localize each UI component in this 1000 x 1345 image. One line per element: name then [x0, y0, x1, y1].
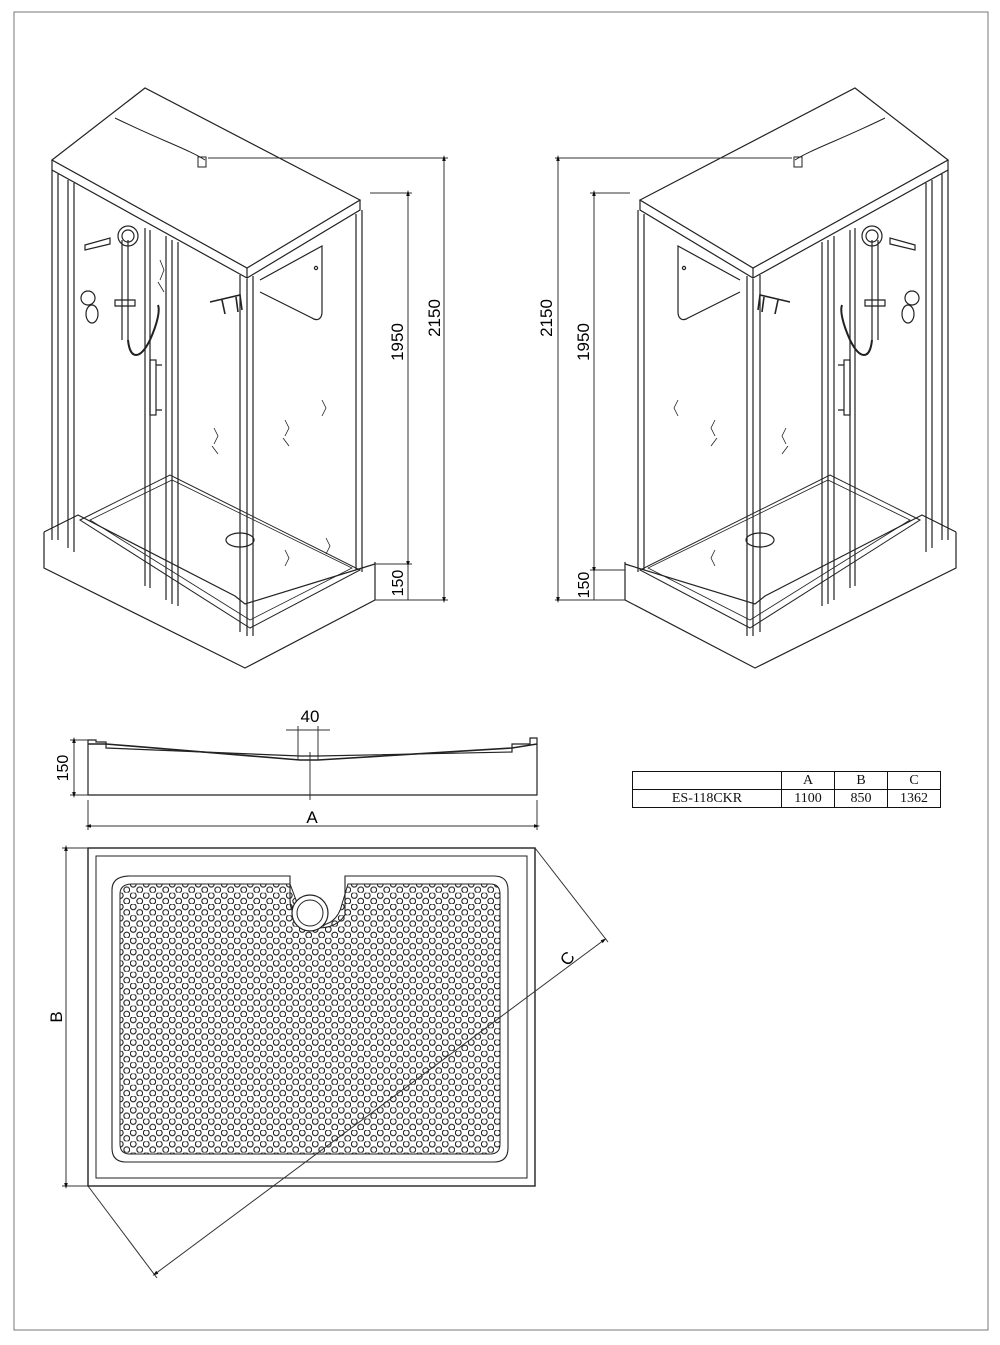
tray-plan-dimensions: [62, 845, 609, 1279]
left-cabin-dimensions: [208, 155, 448, 603]
spec-table-value-c: 1362: [887, 789, 941, 808]
spec-table-header-row: A B C: [632, 771, 941, 790]
right-dim-tray: 150: [576, 572, 593, 599]
spec-table-header-model: [632, 771, 782, 790]
tray-plan-diagonal-label: C: [556, 948, 579, 969]
left-dim-tray: 150: [390, 570, 407, 597]
spec-table-header-a: A: [781, 771, 835, 790]
left-dim-cabin: 1950: [388, 323, 407, 361]
shower-cabin-right-view: [624, 87, 957, 669]
tray-section-length-label: A: [306, 808, 318, 827]
left-dim-total: 2150: [425, 299, 444, 337]
spec-table-header-c: C: [887, 771, 941, 790]
dimensions-spec-table: A B C ES-118CKR 1100 850 1362: [632, 771, 941, 808]
sheet-border: [13, 11, 989, 1331]
tray-section-drain-label: 40: [301, 707, 320, 726]
spec-table-model: ES-118CKR: [632, 789, 782, 808]
shower-cabin-left-view: [43, 87, 376, 669]
right-dim-cabin: 1950: [574, 323, 593, 361]
spec-table-row: ES-118CKR 1100 850 1362: [632, 789, 941, 808]
spec-table-value-a: 1100: [781, 789, 835, 808]
tray-section-dimensions: [70, 729, 540, 830]
tray-plan-depth-label: B: [47, 1011, 66, 1022]
tray-plan-view: [87, 847, 536, 1187]
tray-section-view: [87, 726, 538, 800]
right-dim-total: 2150: [537, 299, 556, 337]
tray-section-height-label: 150: [55, 755, 72, 782]
spec-table-value-b: 850: [834, 789, 888, 808]
spec-table-header-b: B: [834, 771, 888, 790]
right-cabin-dimensions: [555, 155, 792, 603]
